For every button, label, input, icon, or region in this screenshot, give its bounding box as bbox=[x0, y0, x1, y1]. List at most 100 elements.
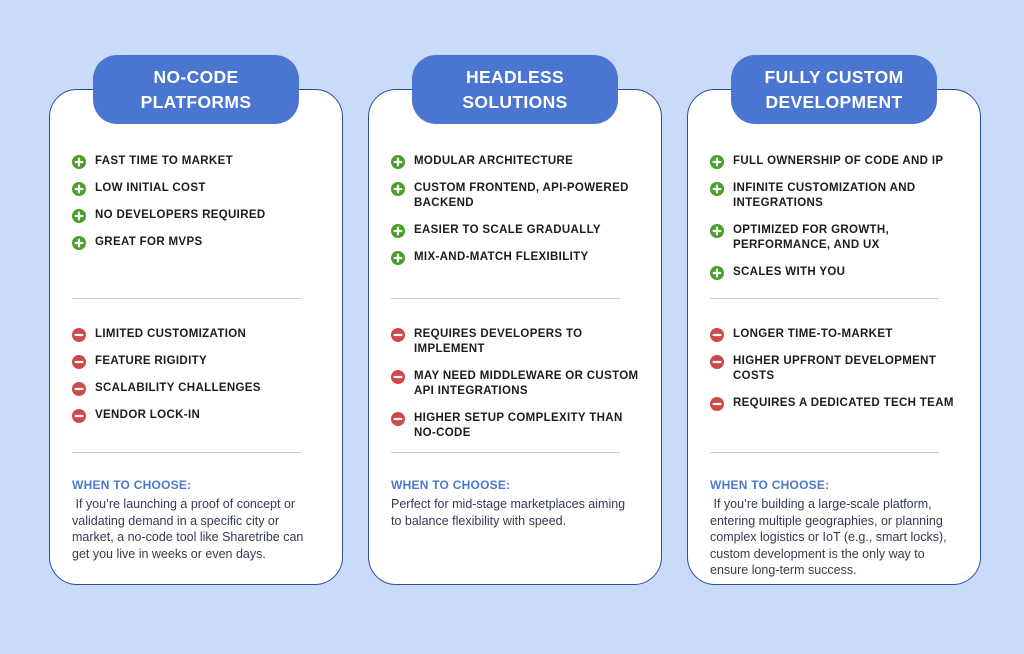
con-item-label: LONGER TIME-TO-MARKET bbox=[733, 328, 893, 340]
plus-icon bbox=[391, 223, 405, 238]
when-to-choose-text: Perfect for mid-stage marketplaces aimin… bbox=[391, 497, 629, 528]
minus-icon bbox=[72, 408, 86, 423]
minus-icon bbox=[391, 411, 405, 426]
column-no-code-platforms: NO-CODE PLATFORMS FAST TIME TO MARKET LO… bbox=[49, 55, 343, 585]
con-item-label: REQUIRES A DEDICATED TECH TEAM bbox=[733, 397, 954, 409]
when-to-choose-text: If you’re building a large-scale platfor… bbox=[710, 497, 951, 577]
when-to-choose-section: WHEN TO CHOOSE: If you’re launching a pr… bbox=[72, 453, 320, 562]
minus-icon bbox=[710, 396, 724, 411]
con-item: REQUIRES DEVELOPERS TO IMPLEMENT bbox=[391, 327, 639, 357]
column-header-pill: HEADLESS SOLUTIONS bbox=[412, 55, 618, 124]
pros-list: MODULAR ARCHITECTURE CUSTOM FRONTEND, AP… bbox=[391, 146, 639, 298]
con-item-label: REQUIRES DEVELOPERS TO IMPLEMENT bbox=[414, 328, 583, 355]
con-item-label: HIGHER SETUP COMPLEXITY THAN NO-CODE bbox=[414, 412, 623, 439]
column-title-line2: PLATFORMS bbox=[140, 91, 252, 112]
minus-icon bbox=[72, 381, 86, 396]
column-title-line2: DEVELOPMENT bbox=[765, 91, 903, 112]
plus-icon bbox=[72, 154, 86, 169]
when-to-choose-label: WHEN TO CHOOSE: bbox=[391, 478, 511, 492]
divider bbox=[391, 452, 620, 453]
pro-item-label: LOW INITIAL COST bbox=[95, 182, 206, 194]
when-to-choose-section: WHEN TO CHOOSE: If you’re building a lar… bbox=[710, 453, 958, 579]
con-item: HIGHER UPFRONT DEVELOPMENT COSTS bbox=[710, 354, 958, 384]
con-item: MAY NEED MIDDLEWARE OR CUSTOM API INTEGR… bbox=[391, 369, 639, 399]
pro-item: FULL OWNERSHIP OF CODE AND IP bbox=[710, 154, 958, 169]
column-title-line1: HEADLESS bbox=[465, 66, 565, 87]
comparison-card: FAST TIME TO MARKET LOW INITIAL COST NO … bbox=[49, 89, 343, 585]
plus-icon bbox=[710, 223, 724, 238]
plus-icon bbox=[391, 250, 405, 265]
pro-item: MODULAR ARCHITECTURE bbox=[391, 154, 639, 169]
pro-item-label: MIX-AND-MATCH FLEXIBILITY bbox=[414, 251, 589, 263]
divider bbox=[710, 298, 939, 299]
pro-item-label: FULL OWNERSHIP OF CODE AND IP bbox=[733, 155, 944, 167]
divider bbox=[72, 452, 301, 453]
con-item-label: VENDOR LOCK-IN bbox=[95, 409, 201, 421]
plus-icon bbox=[391, 154, 405, 169]
column-headless-solutions: HEADLESS SOLUTIONS MODULAR ARCHITECTURE … bbox=[368, 55, 662, 585]
pro-item: INFINITE CUSTOMIZATION AND INTEGRATIONS bbox=[710, 181, 958, 211]
minus-icon bbox=[710, 354, 724, 369]
con-item-label: SCALABILITY CHALLENGES bbox=[95, 382, 261, 394]
when-to-choose-label: WHEN TO CHOOSE: bbox=[72, 478, 192, 492]
column-title-line2: SOLUTIONS bbox=[462, 91, 568, 112]
con-item-label: FEATURE RIGIDITY bbox=[95, 355, 208, 367]
column-title-line1: FULLY CUSTOM bbox=[764, 66, 904, 87]
pro-item-label: CUSTOM FRONTEND, API-POWERED BACKEND bbox=[414, 182, 629, 209]
comparison-card: MODULAR ARCHITECTURE CUSTOM FRONTEND, AP… bbox=[368, 89, 662, 585]
column-header-pill: FULLY CUSTOM DEVELOPMENT bbox=[731, 55, 937, 124]
column-header-pill: NO-CODE PLATFORMS bbox=[93, 55, 299, 124]
plus-icon bbox=[710, 154, 724, 169]
pro-item: GREAT FOR MVPS bbox=[72, 235, 320, 250]
pro-item-label: FAST TIME TO MARKET bbox=[95, 155, 233, 167]
pro-item-label: GREAT FOR MVPS bbox=[95, 236, 203, 248]
minus-icon bbox=[391, 369, 405, 384]
divider bbox=[391, 298, 620, 299]
plus-icon bbox=[72, 181, 86, 196]
pros-list: FAST TIME TO MARKET LOW INITIAL COST NO … bbox=[72, 146, 320, 298]
con-item: HIGHER SETUP COMPLEXITY THAN NO-CODE bbox=[391, 411, 639, 441]
plus-icon bbox=[391, 181, 405, 196]
con-item: LONGER TIME-TO-MARKET bbox=[710, 327, 958, 342]
when-to-choose-text: If you’re launching a proof of concept o… bbox=[72, 497, 307, 561]
con-item: FEATURE RIGIDITY bbox=[72, 354, 320, 369]
cons-list: REQUIRES DEVELOPERS TO IMPLEMENT MAY NEE… bbox=[391, 299, 639, 452]
pro-item: SCALES WITH YOU bbox=[710, 265, 958, 280]
pro-item: OPTIMIZED FOR GROWTH, PERFORMANCE, AND U… bbox=[710, 223, 958, 253]
pro-item-label: NO DEVELOPERS REQUIRED bbox=[95, 209, 266, 221]
pro-item-label: SCALES WITH YOU bbox=[733, 266, 846, 278]
pro-item-label: OPTIMIZED FOR GROWTH, PERFORMANCE, AND U… bbox=[733, 224, 890, 251]
pro-item: LOW INITIAL COST bbox=[72, 181, 320, 196]
comparison-card: FULL OWNERSHIP OF CODE AND IP INFINITE C… bbox=[687, 89, 981, 585]
pro-item-label: EASIER TO SCALE GRADUALLY bbox=[414, 224, 601, 236]
con-item-label: HIGHER UPFRONT DEVELOPMENT COSTS bbox=[733, 355, 937, 382]
pro-item: FAST TIME TO MARKET bbox=[72, 154, 320, 169]
minus-icon bbox=[72, 327, 86, 342]
when-to-choose-section: WHEN TO CHOOSE: Perfect for mid-stage ma… bbox=[391, 453, 639, 529]
con-item-label: LIMITED CUSTOMIZATION bbox=[95, 328, 247, 340]
minus-icon bbox=[391, 327, 405, 342]
con-item: SCALABILITY CHALLENGES bbox=[72, 381, 320, 396]
divider bbox=[72, 298, 301, 299]
plus-icon bbox=[710, 181, 724, 196]
pro-item: MIX-AND-MATCH FLEXIBILITY bbox=[391, 250, 639, 265]
when-to-choose-label: WHEN TO CHOOSE: bbox=[710, 478, 830, 492]
cons-list: LONGER TIME-TO-MARKET HIGHER UPFRONT DEV… bbox=[710, 299, 958, 452]
pro-item: EASIER TO SCALE GRADUALLY bbox=[391, 223, 639, 238]
pro-item: NO DEVELOPERS REQUIRED bbox=[72, 208, 320, 223]
plus-icon bbox=[710, 265, 724, 280]
cons-list: LIMITED CUSTOMIZATION FEATURE RIGIDITY S… bbox=[72, 299, 320, 452]
pros-list: FULL OWNERSHIP OF CODE AND IP INFINITE C… bbox=[710, 146, 958, 298]
minus-icon bbox=[72, 354, 86, 369]
comparison-board: NO-CODE PLATFORMS FAST TIME TO MARKET LO… bbox=[49, 55, 981, 585]
divider bbox=[710, 452, 939, 453]
minus-icon bbox=[710, 327, 724, 342]
pro-item-label: MODULAR ARCHITECTURE bbox=[414, 155, 574, 167]
con-item-label: MAY NEED MIDDLEWARE OR CUSTOM API INTEGR… bbox=[414, 370, 639, 397]
column-title-line1: NO-CODE bbox=[153, 66, 239, 87]
plus-icon bbox=[72, 208, 86, 223]
column-fully-custom-development: FULLY CUSTOM DEVELOPMENT FULL OWNERSHIP … bbox=[687, 55, 981, 585]
con-item: LIMITED CUSTOMIZATION bbox=[72, 327, 320, 342]
plus-icon bbox=[72, 235, 86, 250]
con-item: REQUIRES A DEDICATED TECH TEAM bbox=[710, 396, 958, 411]
